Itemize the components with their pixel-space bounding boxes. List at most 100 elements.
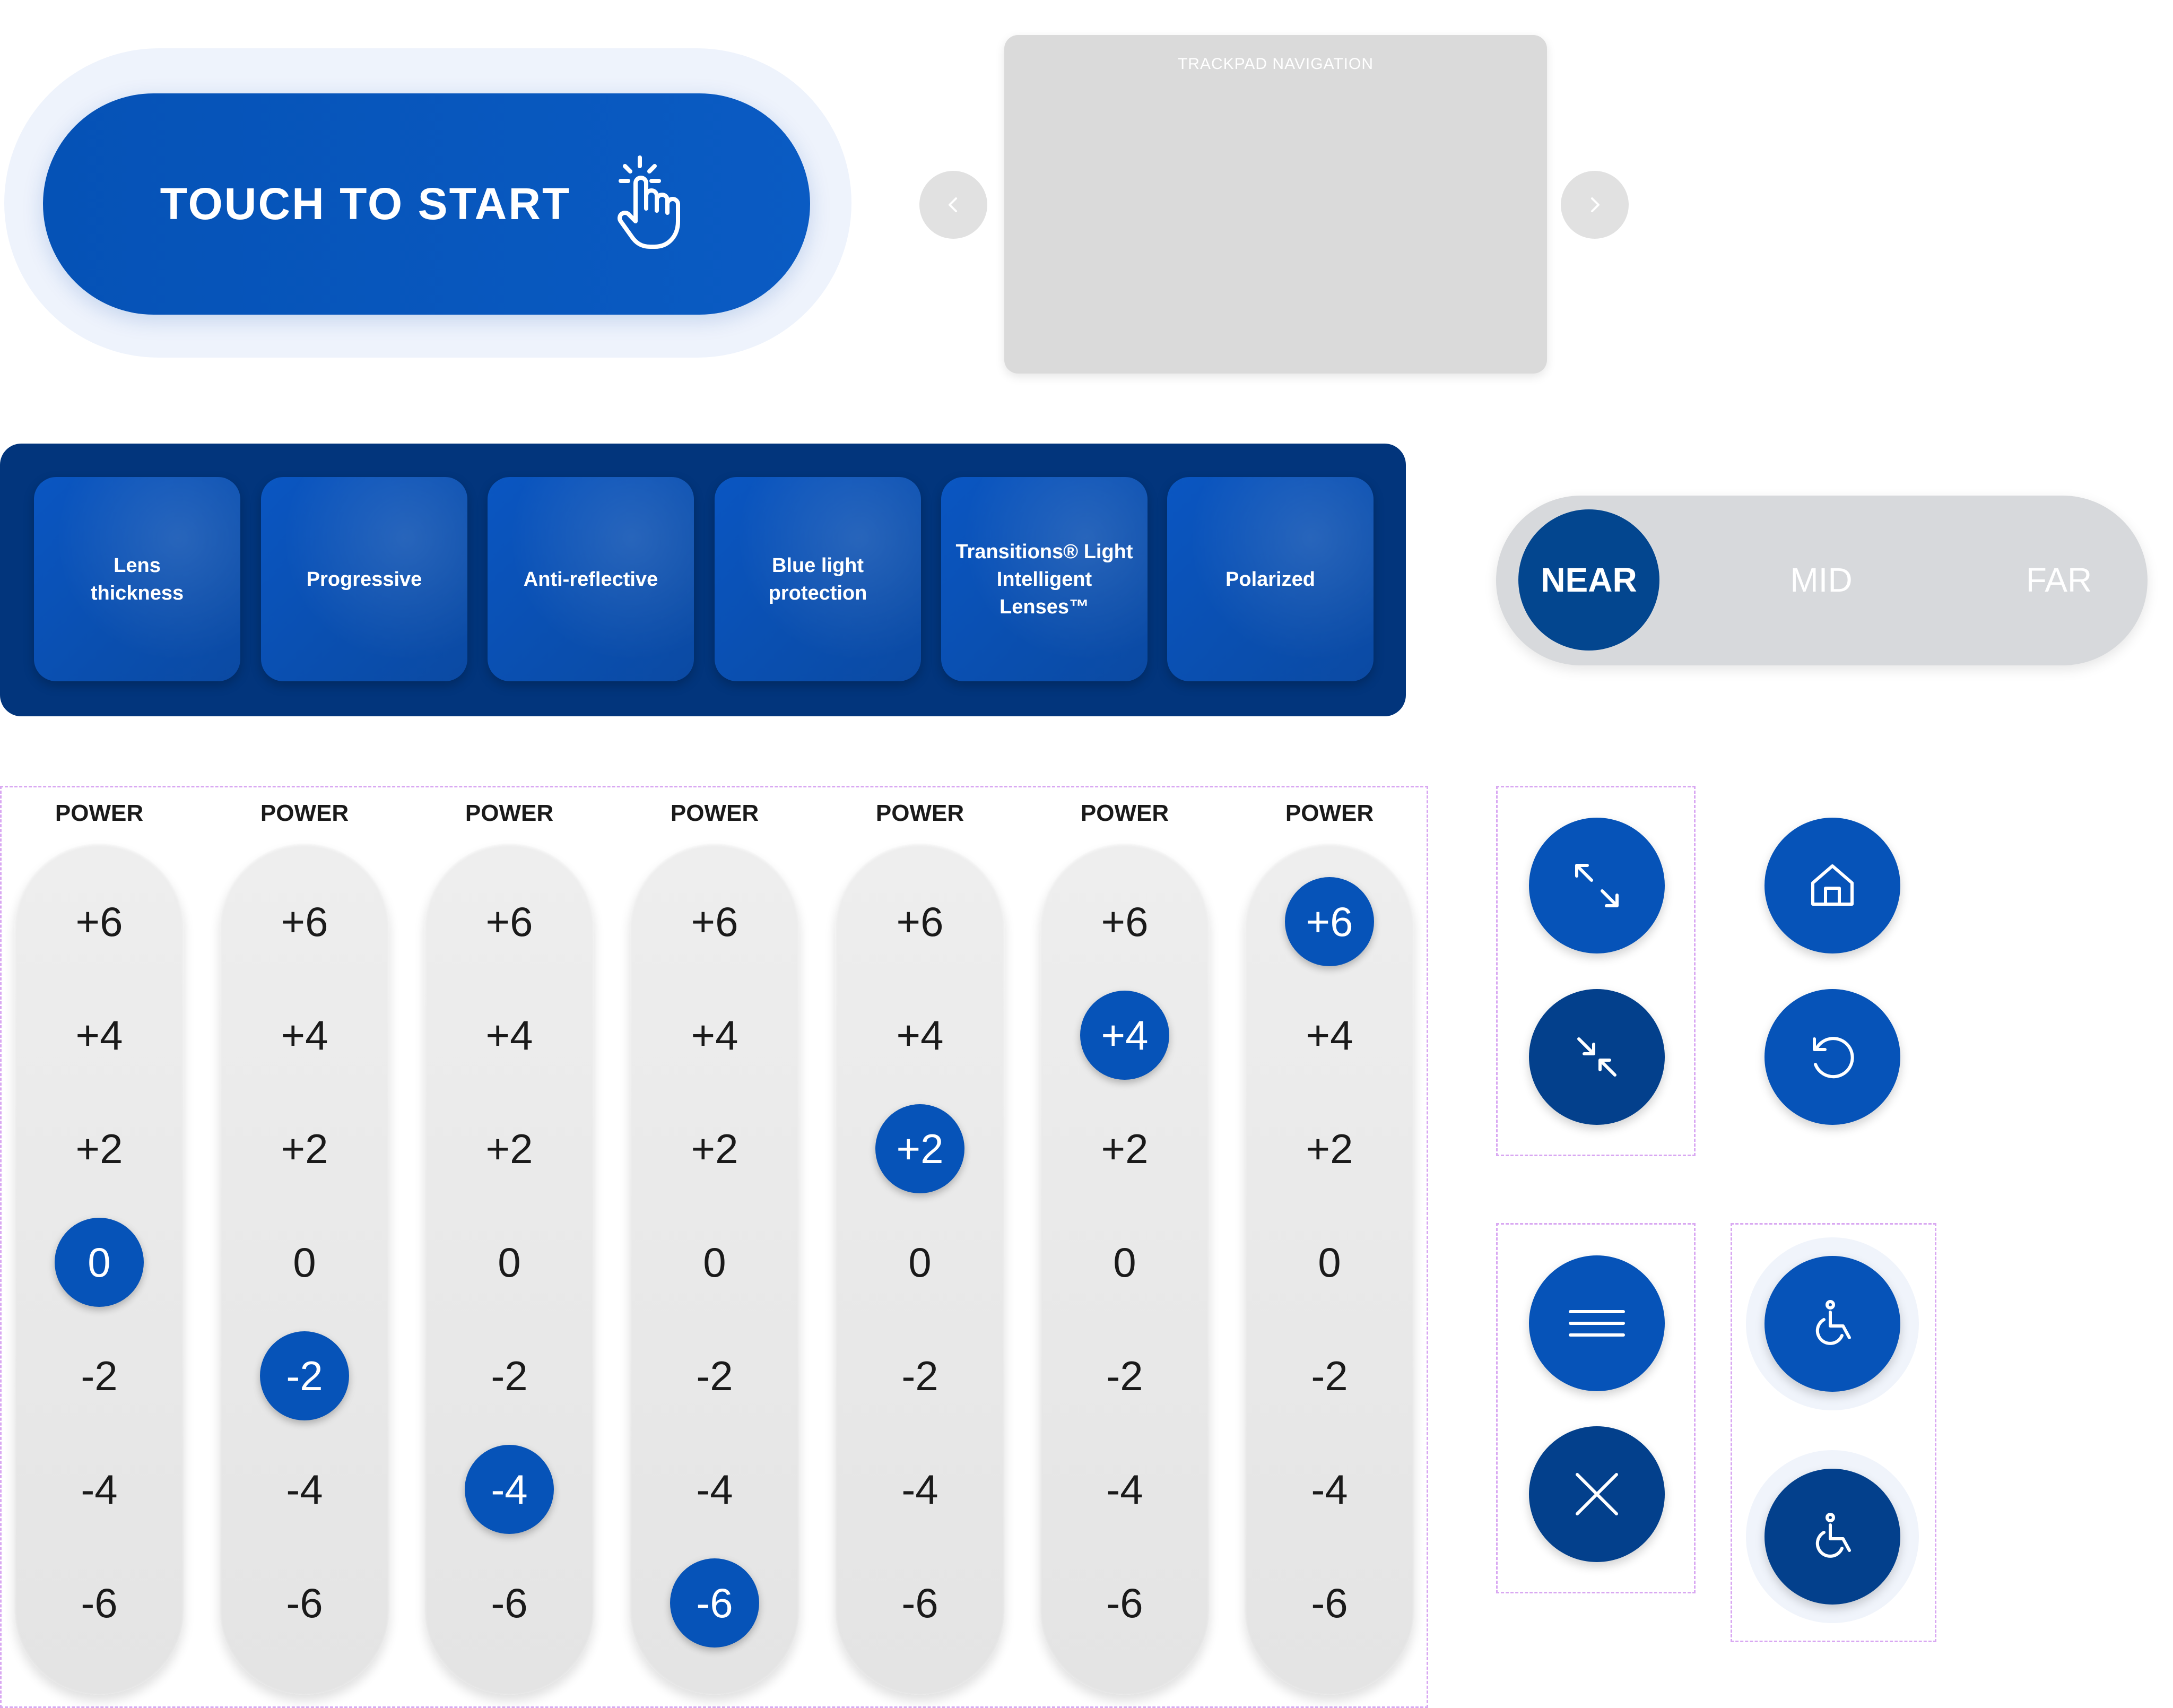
power-value[interactable]: +4 <box>896 1011 944 1059</box>
accessibility-button[interactable] <box>1765 1256 1900 1392</box>
power-value[interactable]: -6 <box>286 1579 323 1626</box>
touch-to-start-label: TOUCH TO START <box>160 179 571 229</box>
accessibility-button-group <box>1731 1223 1936 1642</box>
lens-tile-label: Blue light protection <box>768 554 867 604</box>
power-value[interactable]: +4 <box>485 1011 533 1059</box>
lens-tile-label: Transitions® Light Intelligent Lenses™ <box>955 540 1133 618</box>
home-icon <box>1811 864 1854 906</box>
power-value[interactable]: -2 <box>1106 1352 1143 1399</box>
power-value[interactable]: -6 <box>901 1579 938 1626</box>
power-value[interactable]: +6 <box>896 898 944 945</box>
lens-tile-blue-light[interactable]: Blue light protection <box>715 477 921 681</box>
power-value[interactable]: 0 <box>1113 1238 1136 1286</box>
lens-tile-label: Progressive <box>306 568 422 591</box>
menu-icon <box>1569 1310 1625 1337</box>
power-value[interactable]: -2 <box>81 1352 118 1399</box>
power-value-selected[interactable]: 0 <box>55 1218 144 1307</box>
power-value[interactable]: -6 <box>1311 1579 1348 1626</box>
collapse-icon <box>1577 1037 1616 1077</box>
tap-hand-icon <box>618 155 681 249</box>
power-value-selected[interactable]: -4 <box>465 1445 554 1534</box>
lens-feature-strip: Lens thickness Progressive Anti-reflecti… <box>0 444 1406 716</box>
power-scale: +6 +4 +2 0 -2 -4 -6 <box>835 844 1005 1695</box>
power-value[interactable]: +2 <box>485 1125 533 1172</box>
power-scale: +6 +4 +2 0 -2 -4 -6 <box>1245 844 1414 1695</box>
power-value-selected[interactable]: +2 <box>875 1104 964 1193</box>
lens-tile-progressive[interactable]: Progressive <box>261 477 467 681</box>
wheelchair-icon <box>1815 1513 1851 1558</box>
power-value[interactable]: +2 <box>1101 1125 1149 1172</box>
power-label: POWER <box>670 800 759 826</box>
collapse-button[interactable] <box>1529 989 1665 1125</box>
lens-tile-label: Polarized <box>1225 568 1315 591</box>
distance-option-near[interactable]: NEAR <box>1518 509 1659 651</box>
power-value[interactable]: +2 <box>75 1125 123 1172</box>
accessibility-button-active[interactable] <box>1765 1469 1900 1605</box>
power-value[interactable]: +4 <box>281 1011 328 1059</box>
power-value[interactable]: +4 <box>75 1011 123 1059</box>
lens-tile-transitions[interactable]: Transitions® Light Intelligent Lenses™ <box>941 477 1148 681</box>
menu-button[interactable] <box>1529 1255 1665 1391</box>
expand-button[interactable] <box>1529 818 1665 953</box>
power-value[interactable]: 0 <box>703 1238 726 1286</box>
power-value[interactable]: -6 <box>1106 1579 1143 1626</box>
power-value[interactable]: +4 <box>691 1011 738 1059</box>
power-value[interactable]: -4 <box>81 1466 118 1513</box>
power-value[interactable]: +4 <box>1306 1011 1353 1059</box>
power-value[interactable]: -4 <box>286 1466 323 1513</box>
power-value[interactable]: -2 <box>1311 1352 1348 1399</box>
close-icon <box>1576 1473 1618 1515</box>
power-value[interactable]: 0 <box>293 1238 316 1286</box>
power-value[interactable]: +6 <box>75 898 123 945</box>
power-scale: +6 +4 +2 0 -2 -4 -6 <box>14 844 184 1695</box>
power-value[interactable]: 0 <box>1318 1238 1341 1286</box>
lens-tile-lens-thickness[interactable]: Lens thickness <box>34 477 240 681</box>
power-value[interactable]: -2 <box>696 1352 733 1399</box>
power-value[interactable]: -4 <box>1311 1466 1348 1513</box>
trackpad-navigation[interactable]: TRACKPAD NAVIGATION <box>1004 35 1547 374</box>
home-button[interactable] <box>1765 818 1900 953</box>
power-value[interactable]: +6 <box>485 898 533 945</box>
trackpad-next-button[interactable] <box>1561 171 1629 239</box>
chevron-left-icon <box>949 197 957 212</box>
wheelchair-icon <box>1815 1300 1851 1345</box>
power-value[interactable]: +2 <box>281 1125 328 1172</box>
close-button[interactable] <box>1529 1426 1665 1562</box>
power-scale: +6 +4 +2 0 -2 -4 -6 <box>220 844 389 1695</box>
power-label: POWER <box>1080 800 1169 826</box>
lens-tile-anti-reflective[interactable]: Anti-reflective <box>488 477 694 681</box>
power-value[interactable]: -2 <box>491 1352 528 1399</box>
touch-to-start-button[interactable]: TOUCH TO START <box>43 93 810 315</box>
power-scale: +6 +4 +2 0 -2 -4 -6 <box>630 844 799 1695</box>
power-value-selected[interactable]: +4 <box>1080 991 1169 1080</box>
distance-toggle: NEAR MID FAR <box>1496 496 2148 665</box>
lens-tile-polarized[interactable]: Polarized <box>1167 477 1374 681</box>
trackpad-prev-button[interactable] <box>919 171 987 239</box>
power-label: POWER <box>875 800 964 826</box>
power-value[interactable]: -6 <box>491 1579 528 1626</box>
power-value[interactable]: 0 <box>908 1238 932 1286</box>
power-value[interactable]: +2 <box>691 1125 738 1172</box>
power-value[interactable]: +6 <box>691 898 738 945</box>
lens-tile-label: Lens thickness <box>90 554 184 604</box>
power-value[interactable]: -2 <box>901 1352 938 1399</box>
lens-tile-label: Anti-reflective <box>523 568 658 591</box>
chevron-right-icon <box>1591 197 1600 212</box>
power-value-selected[interactable]: -2 <box>260 1331 349 1420</box>
distance-option-mid[interactable]: MID <box>1790 561 1853 599</box>
power-label: POWER <box>55 800 144 826</box>
power-value[interactable]: -4 <box>696 1466 733 1513</box>
power-value[interactable]: -4 <box>901 1466 938 1513</box>
power-value[interactable]: +6 <box>281 898 328 945</box>
power-value[interactable]: -6 <box>81 1579 118 1626</box>
power-value-selected[interactable]: -6 <box>670 1558 759 1648</box>
power-value-selected[interactable]: +6 <box>1285 877 1374 966</box>
distance-option-far[interactable]: FAR <box>2026 561 2092 599</box>
power-value[interactable]: +2 <box>1306 1125 1353 1172</box>
power-value[interactable]: 0 <box>498 1238 521 1286</box>
power-label: POWER <box>465 800 554 826</box>
power-value[interactable]: +6 <box>1101 898 1149 945</box>
power-label: POWER <box>1285 800 1374 826</box>
reset-button[interactable] <box>1765 989 1900 1125</box>
power-value[interactable]: -4 <box>1106 1466 1143 1513</box>
